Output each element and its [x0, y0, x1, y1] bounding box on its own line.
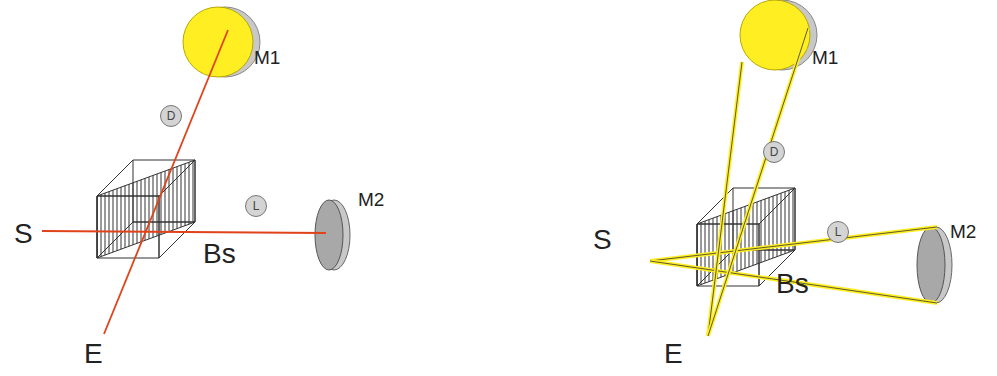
light-cone	[650, 227, 937, 261]
mirror-m1	[183, 7, 253, 77]
part-label: E	[664, 340, 683, 368]
beam-line	[42, 231, 326, 233]
part-label: S	[14, 220, 33, 248]
light-cone-edge	[650, 227, 937, 261]
callout-circle: L	[245, 195, 267, 217]
callout-letter: L	[835, 226, 842, 238]
mirror-m2-face	[917, 227, 945, 303]
mirror-m2-face	[315, 200, 343, 270]
part-label: M2	[950, 222, 976, 241]
callout-circle: L	[827, 221, 849, 243]
part-label: Bs	[203, 240, 236, 268]
light-cone	[708, 62, 742, 336]
part-label: M1	[812, 48, 838, 67]
light-cone-edge	[650, 261, 937, 303]
beam-splitter-cube	[97, 160, 195, 258]
callout-letter: L	[253, 200, 260, 212]
part-label: S	[593, 226, 612, 254]
callout-circle: D	[160, 105, 182, 127]
callout-circle: D	[763, 141, 785, 163]
callout-letter: D	[167, 110, 176, 122]
part-label: M2	[358, 190, 384, 209]
part-label: Bs	[776, 270, 809, 298]
callout-letter: D	[770, 146, 779, 158]
light-cone-edge	[708, 62, 742, 336]
beam-line	[104, 30, 228, 334]
light-cone-edge	[708, 28, 808, 336]
light-cone	[650, 261, 937, 303]
part-label: M1	[254, 48, 280, 67]
light-cone	[708, 28, 808, 336]
part-label: E	[84, 340, 103, 368]
